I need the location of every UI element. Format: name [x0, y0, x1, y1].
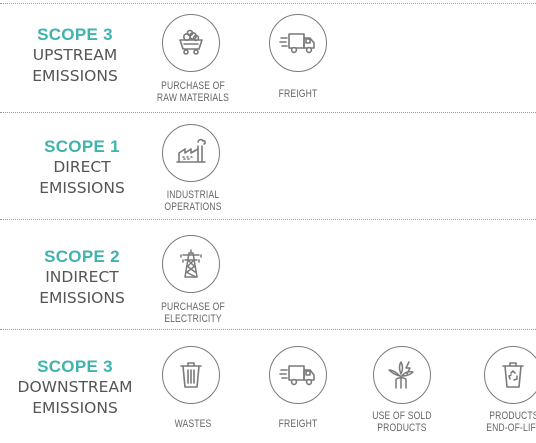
scope-subtitle-line1: DIRECT [53, 158, 111, 176]
power-pylon-icon [162, 235, 220, 293]
scope-subtitle-line1: INDIRECT [45, 268, 119, 286]
label-line2: END-OF-LIFE [486, 422, 536, 434]
scope-subtitle-line2: EMISSIONS [39, 289, 125, 307]
row-divider [0, 219, 536, 220]
label-line2: RAW MATERIALS [156, 92, 230, 104]
scope-subtitle-line2: EMISSIONS [39, 179, 125, 197]
label-line1: FREIGHT [278, 418, 318, 430]
scope-1-direct-label: SCOPE 1 DIRECT EMISSIONS [7, 137, 157, 199]
label-line1: PURCHASE OF [161, 80, 225, 92]
truck-icon [269, 14, 327, 72]
scope-3-downstream-label: SCOPE 3 DOWNSTREAM EMISSIONS [0, 357, 150, 419]
label-line2: ELECTRICITY [164, 313, 222, 325]
scope-subtitle-line1: DOWNSTREAM [17, 378, 133, 396]
label-line1: USE OF SOLD [372, 410, 432, 422]
row-divider [0, 112, 536, 113]
label-line1: WASTES [174, 418, 212, 430]
scope-2-indirect-label: SCOPE 2 INDIRECT EMISSIONS [7, 247, 157, 309]
scope-3-upstream-label: SCOPE 3 UPSTREAM EMISSIONS [0, 25, 150, 87]
scope-title: SCOPE 3 [37, 25, 113, 44]
mine-cart-icon [162, 14, 220, 72]
label-line1: FREIGHT [278, 88, 318, 100]
item-label-purchase-electricity: PURCHASE OF ELECTRICITY [146, 301, 240, 325]
item-label-use-of-sold-products: USE OF SOLD PRODUCTS [355, 410, 449, 434]
item-label-freight: FREIGHT [251, 418, 345, 430]
scope-subtitle-line1: UPSTREAM [32, 46, 118, 64]
row-divider-top [0, 3, 536, 4]
row-divider [0, 329, 536, 330]
trash-bin-icon [162, 346, 220, 404]
label-line2: OPERATIONS [164, 201, 222, 213]
item-label-industrial-operations: INDUSTRIAL OPERATIONS [146, 189, 240, 213]
recycle-bin-icon [484, 346, 536, 404]
label-line2: PRODUCTS [377, 422, 427, 434]
label-line1: INDUSTRIAL [166, 189, 220, 201]
scope-title: SCOPE 2 [44, 247, 120, 266]
scope-title: SCOPE 1 [44, 137, 120, 156]
scope-title: SCOPE 3 [37, 357, 113, 376]
scope-subtitle-line2: EMISSIONS [32, 67, 118, 85]
label-line1: PRODUCTS [489, 410, 536, 422]
item-label-wastes: WASTES [146, 418, 240, 430]
plant-lightning-icon [373, 346, 431, 404]
scope-subtitle-line2: EMISSIONS [32, 399, 118, 417]
factory-icon [162, 124, 220, 182]
truck-icon [269, 346, 327, 404]
item-label-purchase-raw-materials: PURCHASE OF RAW MATERIALS [146, 80, 240, 104]
item-label-freight: FREIGHT [251, 88, 345, 100]
item-label-products-end-of-life: PRODUCTS END-OF-LIFE [467, 410, 536, 434]
label-line1: PURCHASE OF [161, 301, 225, 313]
